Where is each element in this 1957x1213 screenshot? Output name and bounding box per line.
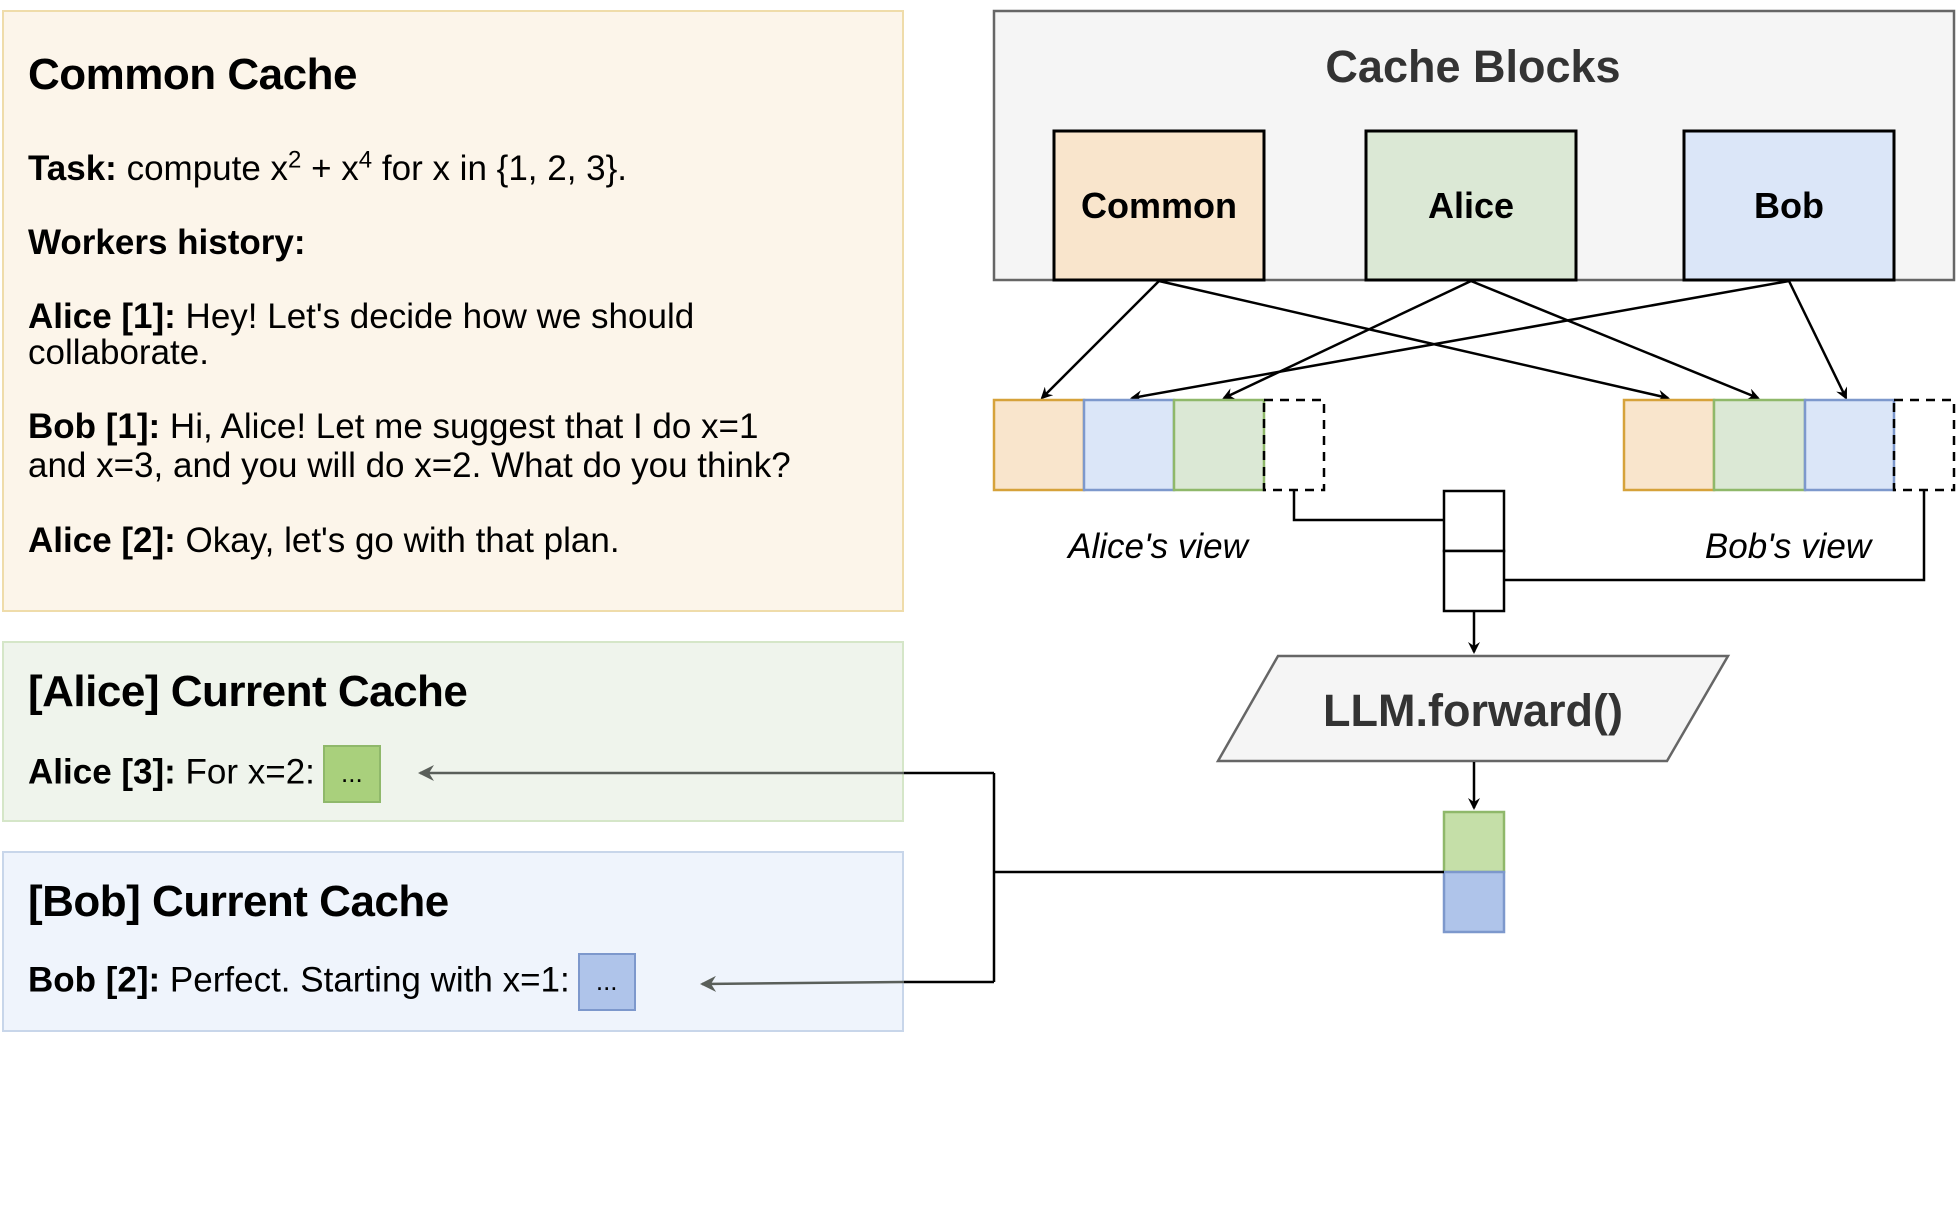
bob-view-bob-cell — [1803, 398, 1896, 492]
message-text: For x=2: — [175, 752, 315, 792]
alice-cache-title: [Alice] Current Cache — [28, 667, 468, 716]
alice-view-common-cell — [992, 398, 1086, 492]
bob-current-cache-panel: [Bob] Current Cache Bob [2]: Perfect. St… — [2, 851, 904, 1032]
arrow-alice-to-bob-view — [1470, 279, 1760, 400]
message-text: Okay, let's go with that plan. — [175, 521, 620, 560]
task-text-mid: + x — [301, 149, 359, 188]
bob-current-message: Bob [2]: Perfect. Starting with x=1:... — [28, 953, 636, 1011]
alice-view-cache-row — [992, 398, 1326, 492]
task-exponent-1: 2 — [288, 146, 302, 174]
message-speaker: Alice [1]: — [28, 297, 176, 336]
arrow-bob-to-bob-view — [1787, 280, 1848, 400]
bob-view-label: Bob's view — [1705, 527, 1874, 566]
message-text: Hi, Alice! Let me suggest that I do x=1 — [160, 407, 759, 446]
batch-slot-alice — [1442, 489, 1506, 553]
history-message: Alice [1]: Hey! Let's decide how we shou… — [28, 298, 694, 335]
workers-history-label: Workers history: — [28, 223, 306, 262]
task-text-post: for x in {1, 2, 3}. — [372, 149, 628, 188]
bob-cache-title: [Bob] Current Cache — [28, 877, 449, 926]
output-token-bob — [1442, 870, 1506, 934]
output-token-alice — [1442, 810, 1506, 874]
task-exponent-2: 4 — [358, 146, 373, 174]
message-speaker: Alice [2]: — [28, 521, 176, 560]
bob-view-alice-cell — [1712, 398, 1807, 492]
bob-new-token: ... — [577, 953, 636, 1011]
task-line: Task: compute x2 + x4 for x in {1, 2, 3}… — [28, 148, 628, 188]
cache-block-common: Common — [1052, 129, 1266, 282]
history-message-cont: and x=3, and you will do x=2. What do yo… — [28, 446, 791, 485]
alice-view-bob-cell — [1082, 398, 1176, 492]
cache-block-alice-label: Alice — [1428, 185, 1514, 226]
alice-new-token: ... — [322, 745, 381, 803]
bob-view-cache-row — [1622, 398, 1956, 492]
alice-view-alice-cell — [1172, 398, 1266, 492]
message-speaker: Bob [1]: — [28, 407, 161, 446]
cache-block-bob: Bob — [1682, 129, 1896, 282]
history-message: Alice [2]: Okay, let's go with that plan… — [28, 522, 620, 559]
history-message-cont: collaborate. — [28, 333, 209, 372]
cache-block-bob-label: Bob — [1754, 185, 1824, 226]
alice-view-empty-slot — [1262, 398, 1326, 492]
bob-view-common-cell — [1622, 398, 1716, 492]
llm-forward-node: LLM.forward() — [1215, 654, 1731, 763]
message-text: Perfect. Starting with x=1: — [160, 960, 570, 1000]
cache-block-common-label: Common — [1081, 185, 1237, 226]
arrow-to-bob-token — [700, 975, 905, 992]
bob-view-empty-slot — [1892, 398, 1956, 492]
arrow-bob-to-alice-view — [1130, 279, 1790, 403]
alice-current-cache-panel: [Alice] Current Cache Alice [3]: For x=2… — [2, 641, 904, 822]
message-speaker: Alice [3]: — [28, 752, 176, 792]
task-text: compute x — [116, 149, 289, 188]
task-label: Task: — [28, 149, 117, 188]
connector-bob-view-to-batch — [1504, 491, 1926, 582]
history-message: Bob [1]: Hi, Alice! Let me suggest that … — [28, 408, 758, 445]
arrow-common-to-bob-view — [1158, 279, 1670, 402]
common-cache-panel: Common Cache Task: compute x2 + x4 for x… — [2, 10, 904, 612]
message-text: Hey! Let's decide how we should — [175, 297, 695, 336]
cache-block-alice: Alice — [1364, 129, 1578, 282]
connector-alice-view-to-batch — [1292, 491, 1444, 522]
common-cache-title: Common Cache — [28, 50, 357, 99]
cache-blocks-title: Cache Blocks — [1325, 41, 1620, 92]
alice-current-message: Alice [3]: For x=2:... — [28, 745, 381, 803]
arrow-common-to-alice-view — [1040, 280, 1160, 400]
arrow-alice-to-alice-view — [1222, 279, 1472, 400]
llm-forward-label: LLM.forward() — [1323, 685, 1623, 736]
batch-slot-bob — [1442, 549, 1506, 613]
message-speaker: Bob [2]: — [28, 960, 161, 1000]
alice-view-label: Alice's view — [1066, 527, 1251, 566]
